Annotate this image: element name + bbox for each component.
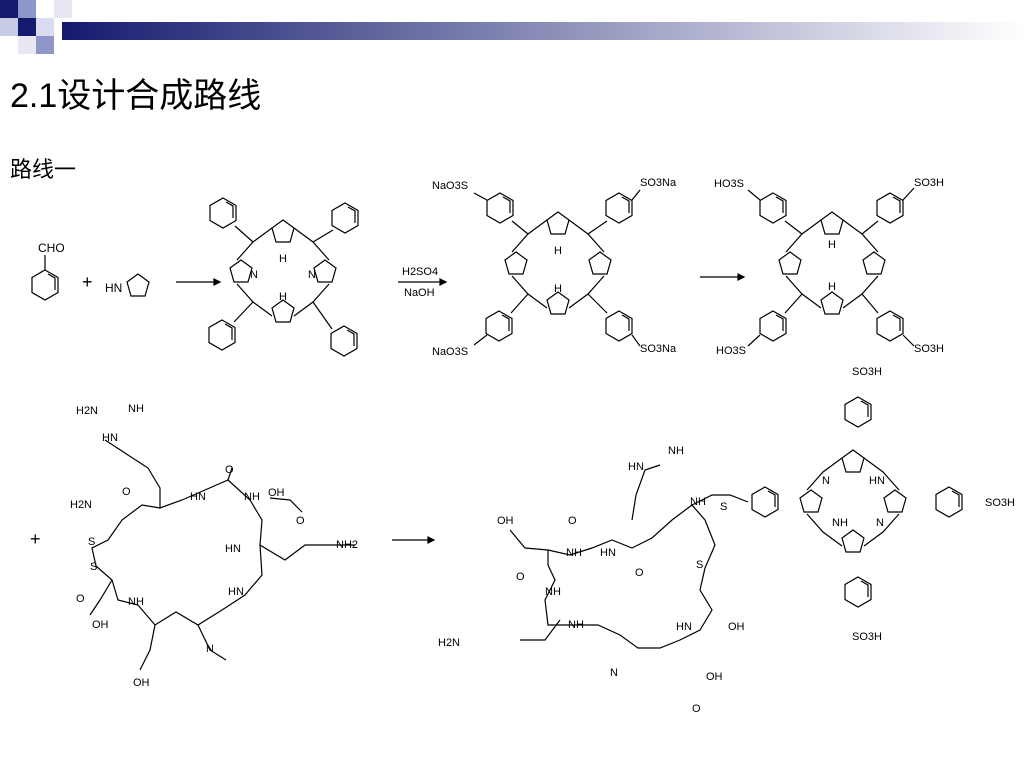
peptide-label: O bbox=[296, 515, 305, 527]
deco-square bbox=[0, 18, 18, 36]
peptide-label: O bbox=[76, 593, 85, 605]
sodium-sulfonate-porphyrin: NaO3S SO3Na NaO3S SO3Na H H bbox=[432, 177, 677, 358]
conjugate-label: SO3H bbox=[985, 497, 1015, 509]
arrowhead-icon bbox=[427, 536, 436, 544]
conjugate-label: NH bbox=[668, 445, 684, 457]
benzaldehyde: CHO bbox=[31, 241, 65, 301]
conjugate-label: S bbox=[720, 501, 727, 513]
deco-square bbox=[18, 0, 36, 18]
reagent-h2so4: H2SO4 bbox=[402, 266, 438, 278]
conjugate-label: O bbox=[635, 567, 644, 579]
page-title: 2.1设计合成路线 bbox=[10, 77, 262, 115]
conjugate-label: N bbox=[610, 667, 618, 679]
peptide-label: H2N bbox=[76, 405, 98, 417]
so3h-label: SO3H bbox=[914, 177, 944, 189]
conjugate-label: HN bbox=[869, 475, 885, 487]
deco-square bbox=[18, 18, 36, 36]
conjugate-label: O bbox=[568, 515, 577, 527]
conjugate-label: NH bbox=[690, 496, 706, 508]
nh-label: H bbox=[828, 239, 836, 251]
conjugate-label: NH bbox=[545, 586, 561, 598]
conjugate-label: NH bbox=[568, 619, 584, 631]
plus-sign: + bbox=[82, 272, 93, 292]
peptide-label: OH bbox=[92, 619, 109, 631]
cho-label: CHO bbox=[38, 241, 65, 255]
deco-square bbox=[0, 0, 18, 18]
peptide-porphyrin-conjugate: SO3H SO3H SO3H NH HN NH S HN N NH N OH O… bbox=[438, 366, 1015, 715]
header-decoration bbox=[0, 0, 1024, 54]
deco-square bbox=[18, 36, 36, 54]
peptide-label: NH2 bbox=[336, 539, 358, 551]
conjugate-label: H2N bbox=[438, 637, 460, 649]
pyrrole-hn-label: HN bbox=[105, 281, 122, 295]
nh-label: H bbox=[279, 291, 287, 303]
peptide-label: S bbox=[90, 561, 97, 573]
conjugate-label: S bbox=[696, 559, 703, 571]
nh-label: H bbox=[828, 281, 836, 293]
route-label: 路线一 bbox=[10, 157, 77, 182]
n-label: N bbox=[250, 269, 258, 281]
conjugate-label: HN bbox=[676, 621, 692, 633]
conjugate-label: O bbox=[692, 703, 701, 715]
conjugate-label: N bbox=[822, 475, 830, 487]
arrowhead-icon bbox=[737, 273, 746, 281]
nh-label: H bbox=[279, 253, 287, 265]
reagent-naoh: NaOH bbox=[404, 287, 435, 299]
so3na-label: SO3Na bbox=[640, 343, 677, 355]
sulfonic-acid-porphyrin: HO3S SO3H HO3S SO3H H H bbox=[714, 177, 944, 357]
conjugate-label: OH bbox=[706, 671, 723, 683]
peptide-label: NH bbox=[128, 596, 144, 608]
deco-square bbox=[36, 18, 54, 36]
peptide-label: N bbox=[206, 643, 214, 655]
peptide-label: OH bbox=[268, 487, 285, 499]
ho3s-label: HO3S bbox=[714, 178, 744, 190]
conjugate-label: HN bbox=[600, 547, 616, 559]
naso3-label: NaO3S bbox=[432, 346, 468, 358]
peptide-label: S bbox=[88, 536, 95, 548]
peptide-label: HN bbox=[228, 586, 244, 598]
peptide-label: OH bbox=[133, 677, 150, 689]
conjugate-label: OH bbox=[728, 621, 745, 633]
conjugate-label: SO3H bbox=[852, 366, 882, 378]
peptide-label: HN bbox=[225, 543, 241, 555]
conjugate-label: NH bbox=[832, 517, 848, 529]
naso3-label: NaO3S bbox=[432, 180, 468, 192]
so3h-label: SO3H bbox=[914, 343, 944, 355]
nh-label: H bbox=[554, 245, 562, 257]
cyclic-peptide: H2N NH HN H2N O HN O NH OH O NH2 S S O O… bbox=[70, 403, 358, 689]
peptide-label: NH bbox=[244, 491, 260, 503]
arrowhead-icon bbox=[439, 278, 448, 286]
conjugate-label: SO3H bbox=[852, 631, 882, 643]
peptide-label: HN bbox=[102, 432, 118, 444]
deco-square bbox=[54, 0, 72, 18]
conjugate-label: O bbox=[516, 571, 525, 583]
peptide-label: O bbox=[225, 464, 234, 476]
conjugate-label: HN bbox=[628, 461, 644, 473]
n-label: N bbox=[308, 269, 316, 281]
conjugate-label: NH bbox=[566, 547, 582, 559]
plus-sign: + bbox=[30, 529, 41, 549]
ho3s-label: HO3S bbox=[716, 345, 746, 357]
deco-square bbox=[36, 36, 54, 54]
peptide-label: NH bbox=[128, 403, 144, 415]
conjugate-label: OH bbox=[497, 515, 514, 527]
so3na-label: SO3Na bbox=[640, 177, 677, 189]
arrowhead-icon bbox=[213, 278, 222, 286]
nh-label: H bbox=[554, 283, 562, 295]
deco-bar bbox=[62, 22, 1024, 40]
conjugate-label: N bbox=[876, 517, 884, 529]
peptide-label: H2N bbox=[70, 499, 92, 511]
peptide-label: O bbox=[122, 486, 131, 498]
tetraphenylporphyrin: H N N H bbox=[208, 197, 359, 357]
pyrrole: HN bbox=[105, 273, 150, 297]
peptide-label: HN bbox=[190, 491, 206, 503]
